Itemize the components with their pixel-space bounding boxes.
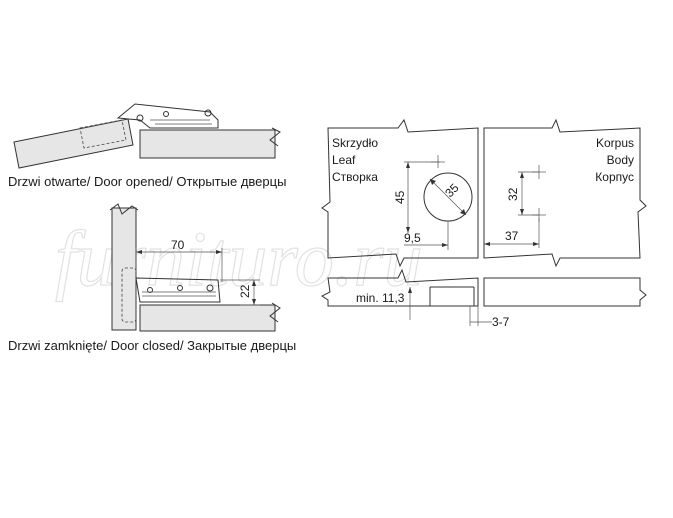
plate-holes [532, 165, 546, 222]
leaf-label-pl: Skrzydło [332, 136, 378, 150]
open-break-line [269, 127, 281, 147]
open-view-caption: Drzwi otwarte/ Door opened/ Открытые две… [8, 174, 286, 189]
closed-break-line-top [109, 203, 139, 215]
leaf-panel [321, 118, 479, 268]
dim-45-label: 45 [393, 190, 407, 204]
dim-22-label: 22 [238, 284, 252, 298]
closed-break-line [269, 302, 281, 323]
body-label-pl: Korpus [596, 136, 634, 150]
open-door-panel [13, 118, 134, 169]
closed-door-cup-outline [121, 267, 137, 323]
dim-70-label: 70 [171, 238, 185, 252]
body-label-ru: Корпус [595, 170, 634, 184]
body-panel [483, 118, 647, 268]
open-hinge-mechanism [116, 103, 219, 129]
open-door-cup-outline [79, 119, 127, 149]
leaf-label-en: Leaf [332, 153, 356, 167]
open-door-view: Drzwi otwarte/ Door opened/ Открытые две… [8, 103, 286, 189]
dim-37-label: 37 [505, 229, 519, 243]
leaf-label-ru: Створка [332, 170, 378, 184]
dim-3-7-label: 3-7 [492, 315, 510, 329]
closed-view-caption: Drzwi zamknięte/ Door closed/ Закрытые д… [8, 338, 296, 353]
body-label-en: Body [607, 153, 634, 167]
dim-32-label: 32 [506, 187, 520, 201]
dim-min-11-3-label: min. 11,3 [356, 291, 405, 305]
open-cabinet-side [139, 129, 276, 159]
closed-cabinet-side [139, 304, 276, 332]
closed-door-view: 70 22 Drzwi zamknięte/ Door closed/ Закр… [8, 203, 296, 353]
dim-9-5-label: 9,5 [404, 231, 421, 245]
closed-door-panel [111, 207, 137, 331]
dim-35-label: 35 [442, 181, 462, 201]
dimension-70: 70 [135, 238, 223, 282]
dimension-22: 22 [220, 279, 260, 306]
drilling-view: Skrzydło Leaf Створка 35 45 9,5 Korpus B… [321, 118, 647, 329]
closed-hinge-mechanism [135, 277, 221, 303]
